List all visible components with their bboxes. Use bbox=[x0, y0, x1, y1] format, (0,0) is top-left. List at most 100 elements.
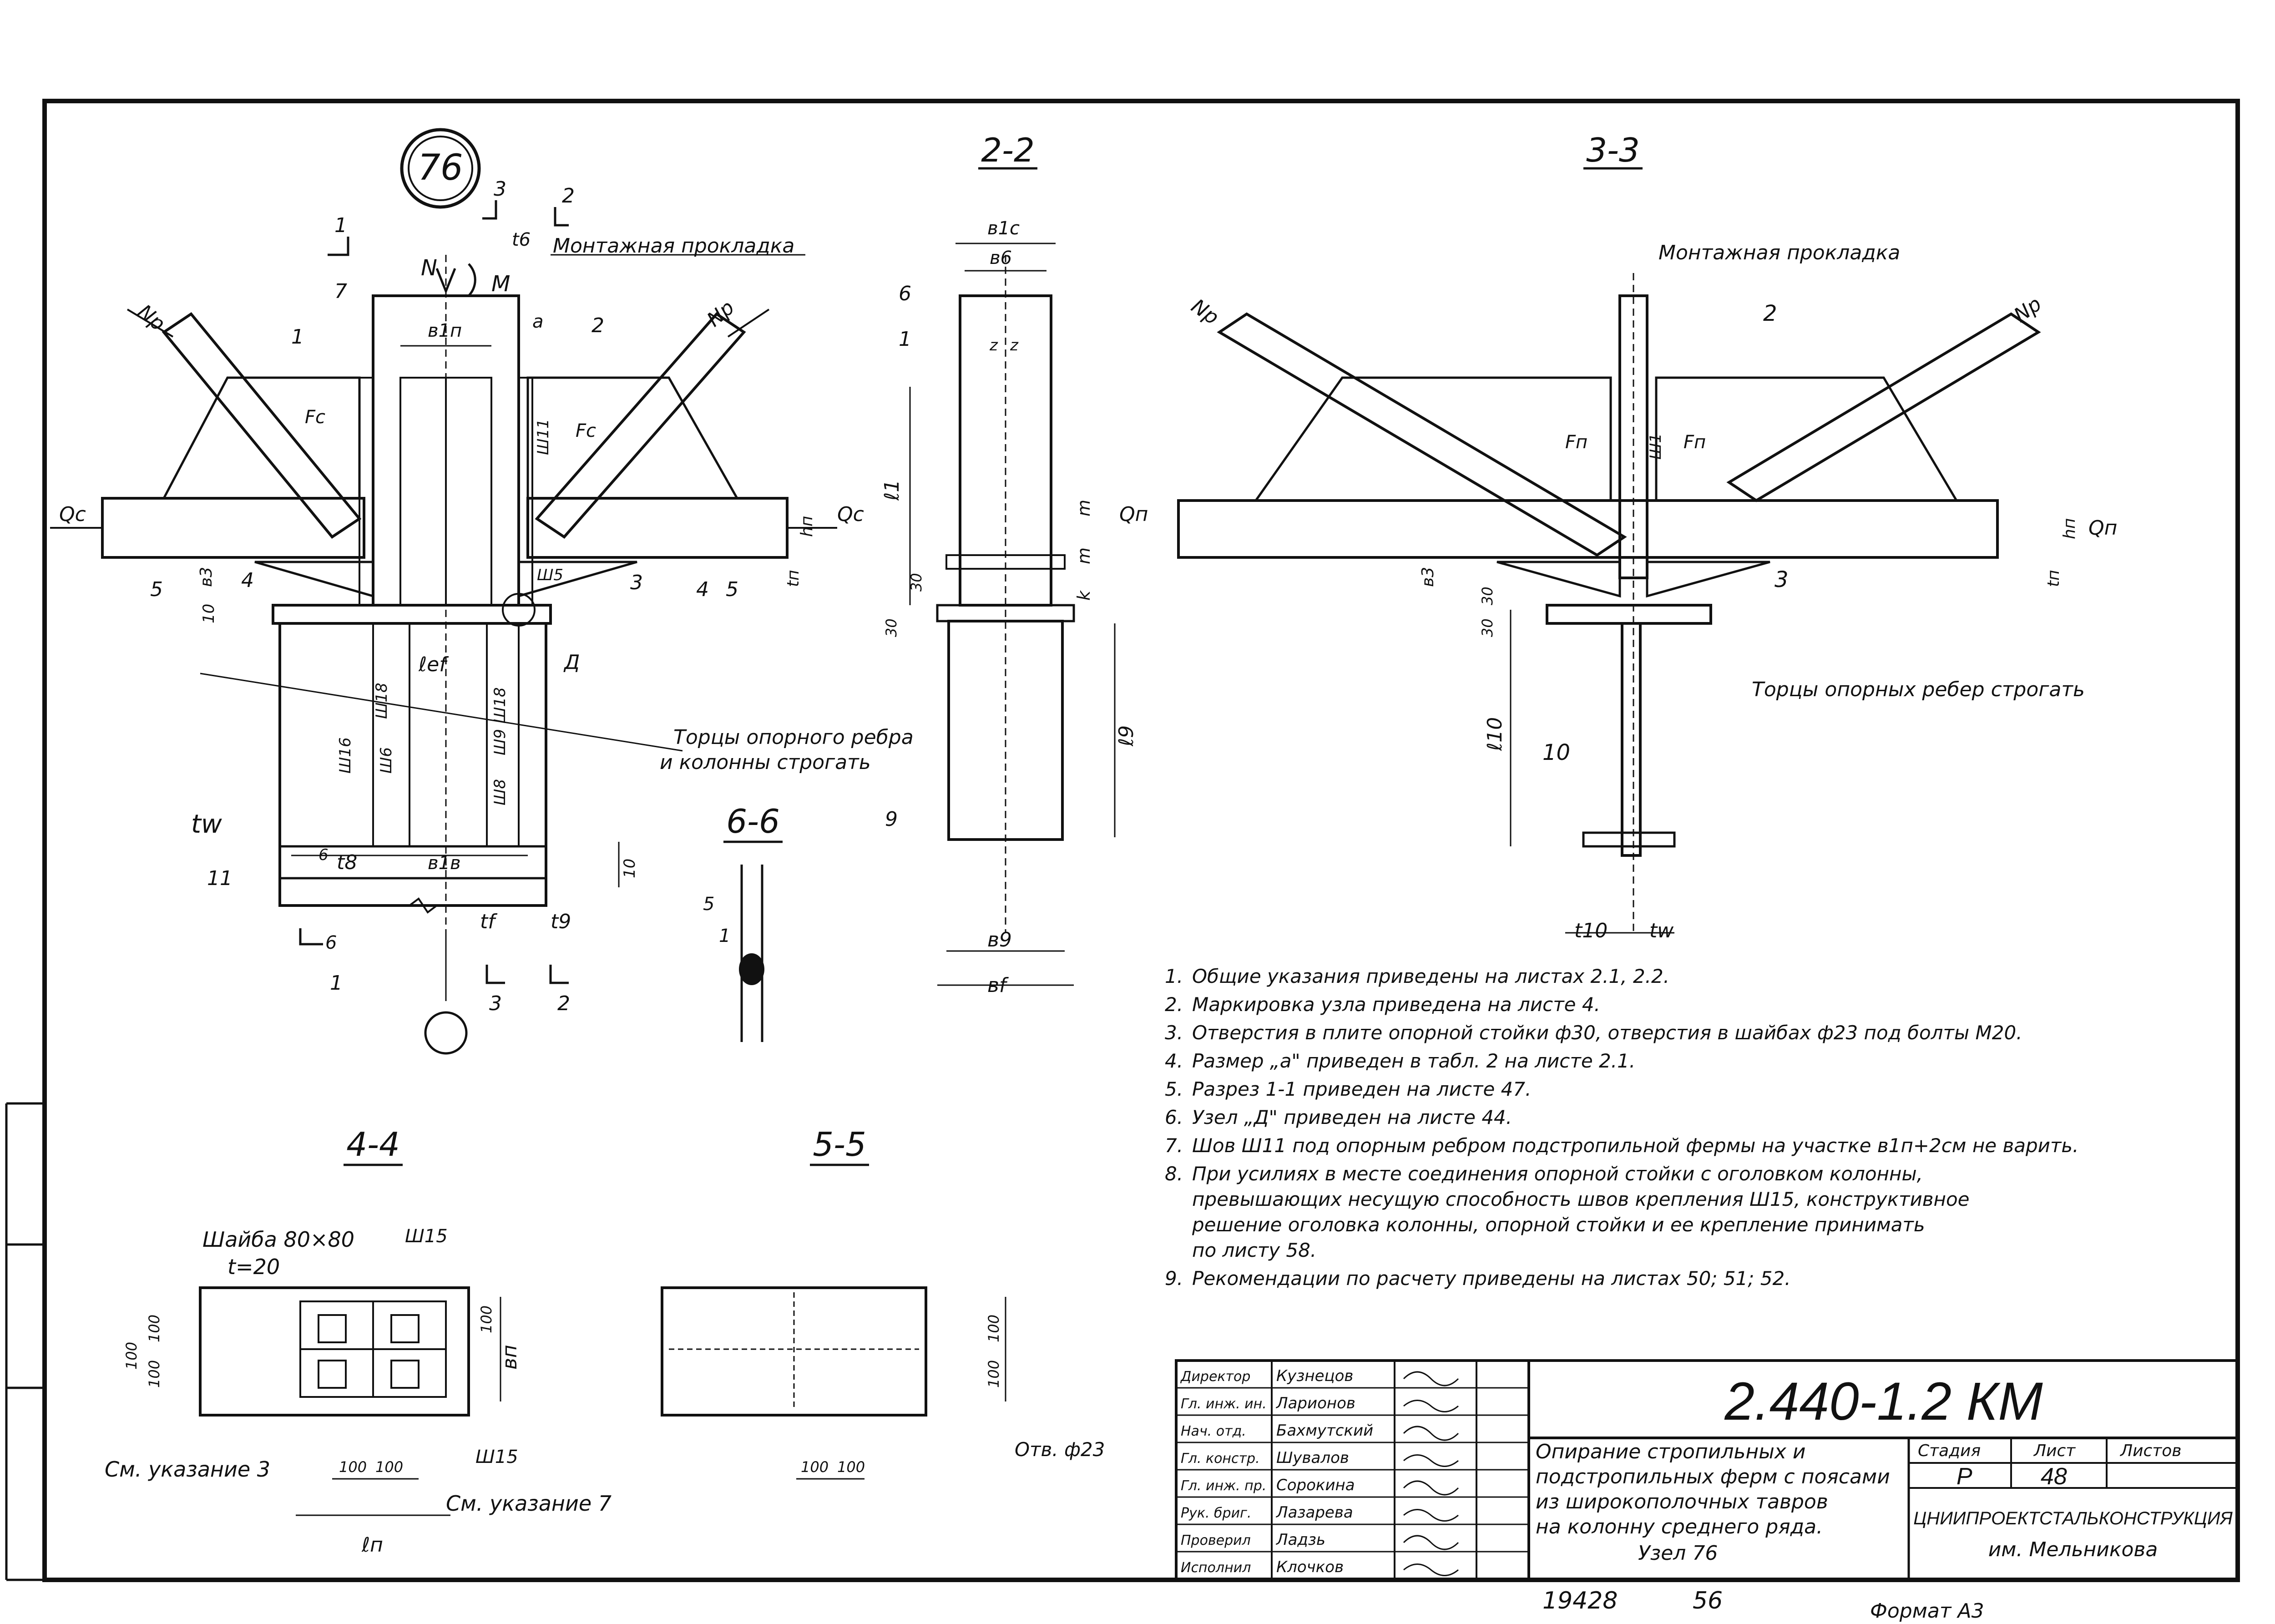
note-2-num: 2. bbox=[1165, 993, 1183, 1016]
pos-2: 2 bbox=[592, 314, 604, 337]
weld-Sh9: Ш8 bbox=[491, 779, 509, 805]
weld-Sh18-left: Ш18 bbox=[373, 683, 391, 719]
cut-4-left: 4 bbox=[241, 569, 254, 592]
s33-Fp-left: Fп bbox=[1565, 432, 1587, 453]
section-2-2: 2-2 в1с в6 z z ℓ1 m m k 30 30 ℓ9 в9 вf 6… bbox=[880, 131, 1138, 997]
s22-30b: 30 bbox=[883, 618, 900, 637]
cut-2-bottom: 2 bbox=[557, 992, 570, 1015]
tb-sheets-header: Листов bbox=[2119, 1442, 2181, 1460]
s44-washer-1: Шайба 80×80 bbox=[202, 1227, 354, 1252]
footer-format: Формат А3 bbox=[1870, 1599, 1984, 1623]
note-8c-text: решение оголовка колонны, опорной стойки… bbox=[1192, 1214, 1925, 1236]
sheet-frame bbox=[42, 99, 2240, 1582]
s44-dim-100a: 100 bbox=[146, 1315, 163, 1342]
label-Fc-right: Fс bbox=[576, 420, 596, 441]
section-5-5-title: 5-5 bbox=[813, 1125, 866, 1164]
s33-Np-left: Nр bbox=[1187, 294, 1223, 329]
tb-name-3: Бахмутский bbox=[1276, 1422, 1373, 1440]
s33-30a: 30 bbox=[1479, 587, 1496, 605]
s22-pos6: 6 bbox=[899, 282, 911, 305]
label-M: M bbox=[491, 271, 510, 297]
s44-note-ref-7: См. указание 7 bbox=[446, 1491, 612, 1516]
node-76-view: 76 bbox=[50, 128, 914, 1055]
pos-3: 3 bbox=[630, 571, 643, 594]
note-4-text: Размер „а" приведен в табл. 2 на листе 2… bbox=[1192, 1050, 1635, 1072]
note-1-text: Общие указания приведены на листах 2.1, … bbox=[1192, 965, 1669, 987]
label-b3: в3 bbox=[197, 567, 216, 587]
label-tn: tп bbox=[784, 570, 803, 587]
s22-z2: z bbox=[1010, 336, 1019, 354]
cut-5-right: 5 bbox=[726, 578, 738, 601]
s22-z1: z bbox=[989, 336, 998, 354]
section-6-6-title: 6-6 bbox=[726, 802, 780, 840]
label-ten: 10 bbox=[200, 604, 218, 623]
diagonal-left bbox=[162, 312, 362, 539]
pos-6-mark: 6 bbox=[318, 846, 329, 864]
label-a: a bbox=[532, 311, 544, 332]
cut-2-top: 2 bbox=[562, 184, 575, 207]
node-badge-number: 76 bbox=[418, 147, 463, 188]
s44-note-ref-3: См. указание 3 bbox=[105, 1457, 270, 1482]
column-head-plate bbox=[272, 604, 552, 625]
label-D: Д bbox=[563, 651, 580, 674]
s22-l1: ℓ1 bbox=[880, 480, 904, 501]
s55-dim-100b: 100 bbox=[837, 1458, 865, 1476]
tb-role-3: Нач. отд. bbox=[1181, 1423, 1246, 1439]
tb-name-6: Лазарева bbox=[1275, 1503, 1353, 1522]
s44-dim-100b: 100 bbox=[146, 1360, 163, 1388]
weld-Sh8: Ш9 bbox=[491, 729, 509, 755]
s22-bf: вf bbox=[987, 974, 1009, 997]
s44-bn: вп bbox=[498, 1345, 521, 1370]
s33-pos3: 3 bbox=[1774, 567, 1789, 592]
s22-pos1: 1 bbox=[899, 328, 911, 351]
tb-name-5: Сорокина bbox=[1276, 1476, 1355, 1494]
s22-b6: в6 bbox=[990, 248, 1012, 268]
s44-ln: ℓп bbox=[361, 1533, 383, 1557]
general-notes: 1. Общие указания приведены на листах 2.… bbox=[1165, 965, 2079, 1290]
tb-code: 2.440-1.2 КМ bbox=[1724, 1371, 2043, 1432]
s44-washer-2: t=20 bbox=[228, 1255, 280, 1279]
section-3-3-title: 3-3 bbox=[1586, 131, 1640, 169]
section-4-4: 4-4 Шайба 80×80 t=20 Ш15 Ш15 100 100 100… bbox=[105, 1125, 612, 1557]
callout-plane-ends-3: Торцы опорных ребер строгать bbox=[1752, 678, 2085, 701]
s55-hole: Отв. ф23 bbox=[1015, 1438, 1105, 1461]
s44-weld-bottom: Ш15 bbox=[475, 1447, 518, 1467]
tb-role-1: Директор bbox=[1180, 1369, 1250, 1385]
s66-5: 5 bbox=[703, 894, 714, 915]
weld-Sh11: Ш11 bbox=[534, 419, 552, 455]
tb-org-2: им. Мельникова bbox=[1988, 1538, 2158, 1561]
tb-role-8: Исполнил bbox=[1181, 1560, 1251, 1576]
s22-b9: в9 bbox=[987, 928, 1012, 951]
s33-b3: в3 bbox=[1419, 567, 1437, 587]
s33-tw: tw bbox=[1649, 919, 1674, 942]
tb-role-2: Гл. инж. ин. bbox=[1181, 1396, 1267, 1412]
section-5-5: 5-5 100 100 100 100 Отв. ф23 bbox=[661, 1125, 1105, 1480]
s33-Np-right: Nр bbox=[2010, 292, 2046, 327]
s22-m1: m bbox=[1074, 500, 1094, 516]
note-6-num: 6. bbox=[1165, 1106, 1183, 1128]
note-1-num: 1. bbox=[1165, 965, 1183, 987]
note-5-num: 5. bbox=[1165, 1078, 1183, 1100]
pos-1: 1 bbox=[291, 325, 304, 349]
gusset-left bbox=[162, 376, 361, 500]
section-4-4-title: 4-4 bbox=[346, 1125, 400, 1164]
footer-number: 56 bbox=[1693, 1587, 1723, 1614]
tb-role-4: Гл. констр. bbox=[1181, 1451, 1260, 1467]
tb-org-1: ЦНИИПРОЕКТСТАЛЬКОНСТРУКЦИЯ bbox=[1913, 1508, 2233, 1528]
node-marker-circle bbox=[424, 1011, 468, 1055]
tb-stage: Р bbox=[1956, 1463, 1972, 1490]
tb-name-7: Ладзь bbox=[1275, 1531, 1325, 1549]
tb-role-5: Гл. инж. пр. bbox=[1181, 1478, 1266, 1494]
note-7-num: 7. bbox=[1165, 1134, 1183, 1157]
cut-1-bottom: 1 bbox=[330, 971, 343, 995]
section-2-2-title: 2-2 bbox=[981, 131, 1035, 169]
note-2-text: Маркировка узла приведена на листе 4. bbox=[1192, 993, 1600, 1016]
tb-desc-5: Узел 76 bbox=[1638, 1542, 1718, 1565]
s44-weld-top: Ш15 bbox=[405, 1226, 448, 1247]
s55-dim-100a: 100 bbox=[801, 1458, 829, 1476]
note-8-text: При усилиях в месте соединения опорной с… bbox=[1192, 1163, 1923, 1185]
label-t6: t6 bbox=[512, 229, 531, 250]
s22-b1c: в1с bbox=[987, 218, 1020, 239]
s33-pos2: 2 bbox=[1763, 301, 1777, 326]
tb-desc-3: из широкополочных тавров bbox=[1536, 1490, 1828, 1513]
